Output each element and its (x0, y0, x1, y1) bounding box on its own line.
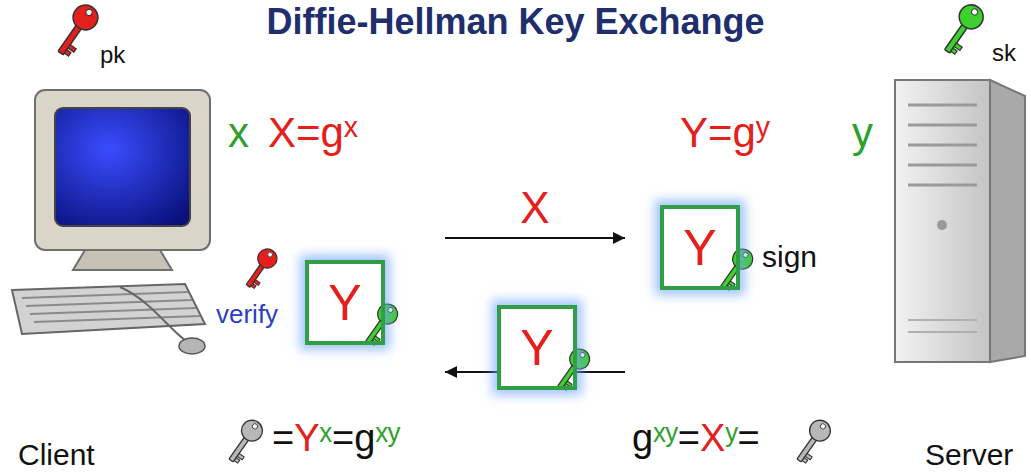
shared-key-icon (223, 416, 267, 466)
formula-glyph: = (738, 417, 760, 459)
shared-key-formula: gˣʸ=Xʸ= (632, 418, 760, 460)
tower-side (990, 80, 1025, 362)
tower-front (895, 80, 990, 362)
formula-glyph: ˣ (375, 417, 387, 459)
formula-glyph: X (700, 417, 725, 459)
formula-glyph: ʸ (725, 417, 737, 459)
action-label: verify (216, 300, 278, 329)
keyboard-keys (22, 292, 200, 322)
signed-value: Y (683, 223, 716, 273)
key-name: pk (100, 42, 125, 68)
signed-value-box: Y (497, 305, 577, 390)
signed-value: Y (520, 323, 553, 373)
secret-key-icon (937, 0, 988, 58)
message-arrow (445, 371, 497, 373)
shared-key-icon (791, 416, 835, 466)
monitor-screen (55, 108, 190, 226)
formula-glyph: = (272, 417, 294, 459)
verify-key-icon (240, 245, 281, 291)
shared-key-formula: =Yˣ=gˣʸ (272, 418, 400, 460)
public-key-icon (50, 0, 102, 60)
formula-glyph: = (678, 417, 700, 459)
computer-icon (12, 90, 210, 354)
public-value: X=gˣ (268, 110, 358, 156)
message-arrow (445, 237, 625, 239)
message-arrow (577, 371, 625, 373)
secret-exponent: x (228, 110, 249, 156)
formula-glyph: ˣ (653, 417, 665, 459)
mouse-cord (120, 287, 185, 340)
party-name: Client (18, 438, 95, 471)
key-name: sk (992, 40, 1016, 66)
drive-bays (908, 105, 977, 185)
signed-value-box: Y (305, 260, 385, 345)
formula-glyph: g (632, 417, 653, 459)
action-label: sign (762, 240, 817, 273)
party-name: Server (925, 438, 1013, 471)
formula-glyph: Y (294, 417, 319, 459)
power-button (937, 220, 947, 230)
diagram-title: Diffie-Hellman Key Exchange (0, 2, 1031, 42)
vents (908, 320, 977, 332)
secret-exponent: y (852, 110, 873, 156)
signed-value-box: Y (660, 205, 740, 290)
formula-glyph: g (354, 417, 375, 459)
public-value: Y=gʸ (680, 110, 769, 156)
mouse (179, 338, 205, 354)
monitor-body (35, 90, 210, 250)
party-region: Client Y (0, 60, 445, 470)
formula-glyph: ʸ (388, 417, 400, 459)
monitor-stand (73, 250, 172, 270)
formula-glyph: ʸ (666, 417, 678, 459)
message-label: X (517, 184, 552, 232)
keyboard (12, 284, 205, 334)
signed-value: Y (328, 278, 361, 328)
formula-glyph: ˣ (320, 417, 332, 459)
formula-glyph: = (332, 417, 354, 459)
server-icon (895, 80, 1025, 362)
